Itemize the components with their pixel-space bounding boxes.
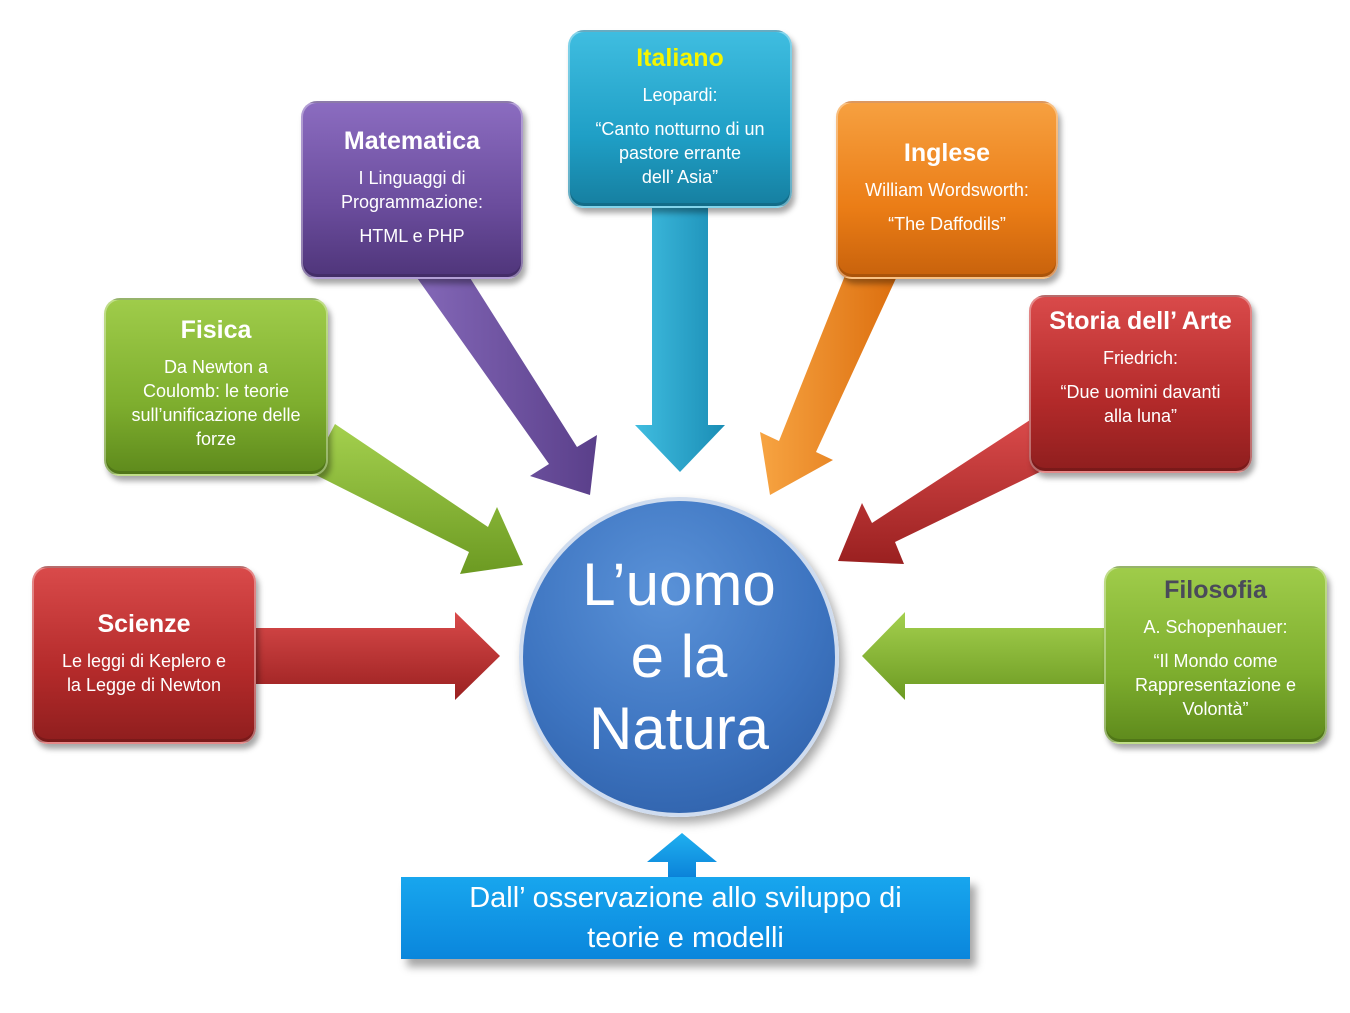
- arrow-banner-up: [647, 833, 717, 880]
- line-matematica-1: I Linguaggi di: [358, 168, 466, 188]
- line-matematica-2: Programmazione:: [340, 192, 484, 212]
- line-matematica-3: HTML e PHP: [359, 226, 465, 246]
- box-matematica: Matematica I Linguaggi di Programmazione…: [301, 101, 523, 279]
- center-circle: L’uomo e la Natura: [519, 497, 839, 817]
- line-filosofia-4: Volontà”: [1182, 699, 1249, 719]
- line-italiano-4: dell’ Asia”: [641, 167, 719, 187]
- center-line-2: e la: [630, 623, 728, 690]
- title-scienze: Scienze: [97, 610, 191, 638]
- line-inglese-2: “The Daffodils”: [888, 214, 1006, 234]
- line-italiano-1: Leopardi:: [642, 85, 718, 105]
- arrow-matematica: [415, 270, 597, 495]
- arrow-storia-arte: [838, 420, 1048, 564]
- arrow-italiano: [635, 200, 725, 472]
- banner-line-1: Dall’ osservazione allo sviluppo di: [469, 882, 902, 914]
- banner-line-2: teorie e modelli: [587, 922, 784, 954]
- title-storia-arte: Storia dell’ Arte: [1049, 307, 1232, 335]
- line-filosofia-3: Rappresentazione e: [1134, 675, 1297, 695]
- line-scienze-2: la Legge di Newton: [66, 675, 222, 695]
- title-filosofia: Filosofia: [1164, 576, 1267, 604]
- line-fisica-3: sull’unificazione delle: [131, 405, 301, 425]
- box-inglese: Inglese William Wordsworth: “The Daffodi…: [836, 101, 1058, 279]
- line-inglese-1: William Wordsworth:: [865, 180, 1029, 200]
- box-filosofia: Filosofia A. Schopenhauer: “Il Mondo com…: [1104, 566, 1327, 744]
- line-fisica-1: Da Newton a: [163, 357, 269, 377]
- title-inglese: Inglese: [903, 139, 991, 167]
- arrow-scienze: [250, 612, 500, 700]
- title-italiano: Italiano: [636, 44, 724, 72]
- title-fisica: Fisica: [180, 316, 252, 344]
- box-italiano: Italiano Leopardi: “Canto notturno di un…: [568, 30, 792, 208]
- arrow-inglese: [760, 268, 898, 495]
- line-filosofia-2: “Il Mondo come: [1153, 651, 1278, 671]
- title-matematica: Matematica: [343, 127, 481, 155]
- box-storia-arte: Storia dell’ Arte Friedrich: “Due uomini…: [1029, 295, 1252, 473]
- line-italiano-2: “Canto notturno di un: [595, 119, 765, 139]
- line-fisica-4: forze: [195, 429, 237, 449]
- line-filosofia-1: A. Schopenhauer:: [1143, 617, 1288, 637]
- center-line-3: Natura: [588, 695, 770, 762]
- line-storia-arte-1: Friedrich:: [1102, 348, 1178, 368]
- bottom-banner: Dall’ osservazione allo sviluppo di teor…: [401, 877, 970, 959]
- line-storia-arte-3: alla luna”: [1103, 406, 1178, 426]
- box-scienze: Scienze Le leggi di Keplero e la Legge d…: [32, 566, 256, 744]
- box-fisica: Fisica Da Newton a Coulomb: le teorie su…: [104, 298, 328, 476]
- line-italiano-3: pastore errante: [618, 143, 742, 163]
- arrow-fisica: [310, 424, 523, 574]
- center-line-1: L’uomo: [582, 551, 776, 618]
- line-fisica-2: Coulomb: le teorie: [142, 381, 290, 401]
- line-storia-arte-2: “Due uomini davanti: [1060, 382, 1221, 402]
- line-scienze-1: Le leggi di Keplero e: [61, 651, 227, 671]
- arrow-filosofia: [862, 612, 1110, 700]
